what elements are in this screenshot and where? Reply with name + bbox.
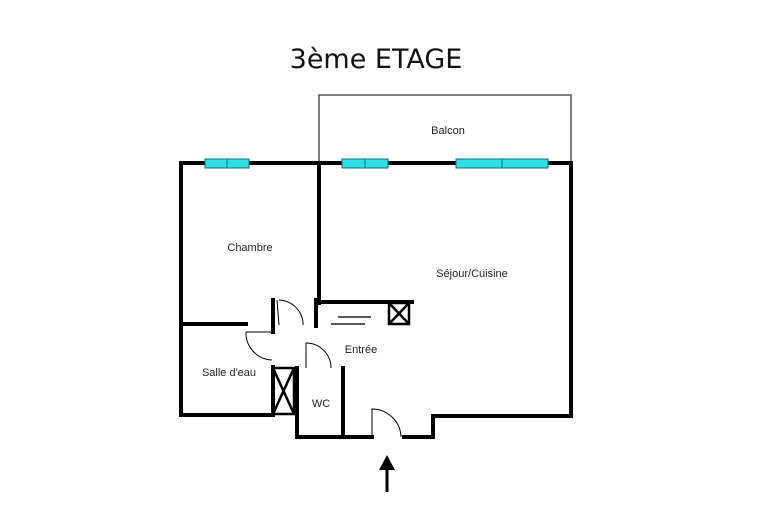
entry-arrow-icon (379, 455, 395, 492)
label-sejour: Séjour/Cuisine (436, 268, 508, 280)
label-balcon: Balcon (431, 125, 465, 137)
label-entree: Entrée (345, 344, 377, 356)
label-chambre: Chambre (227, 242, 272, 254)
door-entree (371, 408, 402, 438)
plan-title: 3ème ETAGE (290, 44, 463, 75)
cupboard-cross-icon (387, 301, 411, 326)
door-salle-eau (245, 331, 273, 361)
windows (204, 158, 549, 169)
label-wc: WC (312, 398, 330, 410)
doors (245, 299, 402, 438)
door-wc (305, 342, 332, 369)
walls (179, 161, 573, 439)
storage-cross-icon (271, 366, 296, 416)
balcony-outline (318, 94, 572, 163)
counter-marks (331, 316, 371, 325)
door-chambre (276, 299, 304, 326)
label-salle-eau: Salle d'eau (202, 367, 256, 379)
